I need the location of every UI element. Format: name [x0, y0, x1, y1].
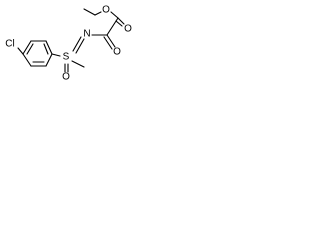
bond-n-double-s-2: [72, 36, 82, 52]
ring-bond-1: [45, 53, 53, 67]
bond-ester-c-keto-c: [106, 17, 119, 36]
bond-ring-cl: [17, 47, 24, 55]
bond-s-methyl: [71, 60, 85, 68]
bond-ethyl-ch2-o: [94, 11, 102, 16]
structure-diagram: Cl S O N O O O: [5, 5, 132, 83]
bond-keto-c-double-o: [106, 34, 116, 48]
atom-label-ester-carbonyl-o: O: [124, 24, 132, 35]
ring-bond-6: [45, 40, 53, 55]
atom-label-sulfoxide-o: O: [62, 72, 70, 83]
bond-s-aryl: [51, 53, 61, 57]
ring-inner-2: [26, 43, 34, 55]
bond-ester-o-c: [110, 11, 119, 19]
bond-keto-c-double-o-2: [103, 36, 113, 50]
atom-label-n: N: [83, 29, 90, 40]
atom-label-keto-o: O: [113, 47, 121, 58]
atom-label-s: S: [63, 52, 70, 63]
bond-ethyl-ch3-ch2: [83, 8, 96, 16]
ring-bond-3: [22, 53, 32, 67]
ring-bond-4: [22, 40, 32, 55]
bond-ester-c-double-o-2: [115, 20, 123, 27]
bond-ester-c-double-o: [117, 17, 125, 25]
atom-label-cl: Cl: [5, 39, 14, 50]
atom-label-ester-o: O: [102, 5, 110, 16]
bond-n-double-s: [75, 38, 85, 54]
ring-inner-3: [43, 43, 49, 55]
